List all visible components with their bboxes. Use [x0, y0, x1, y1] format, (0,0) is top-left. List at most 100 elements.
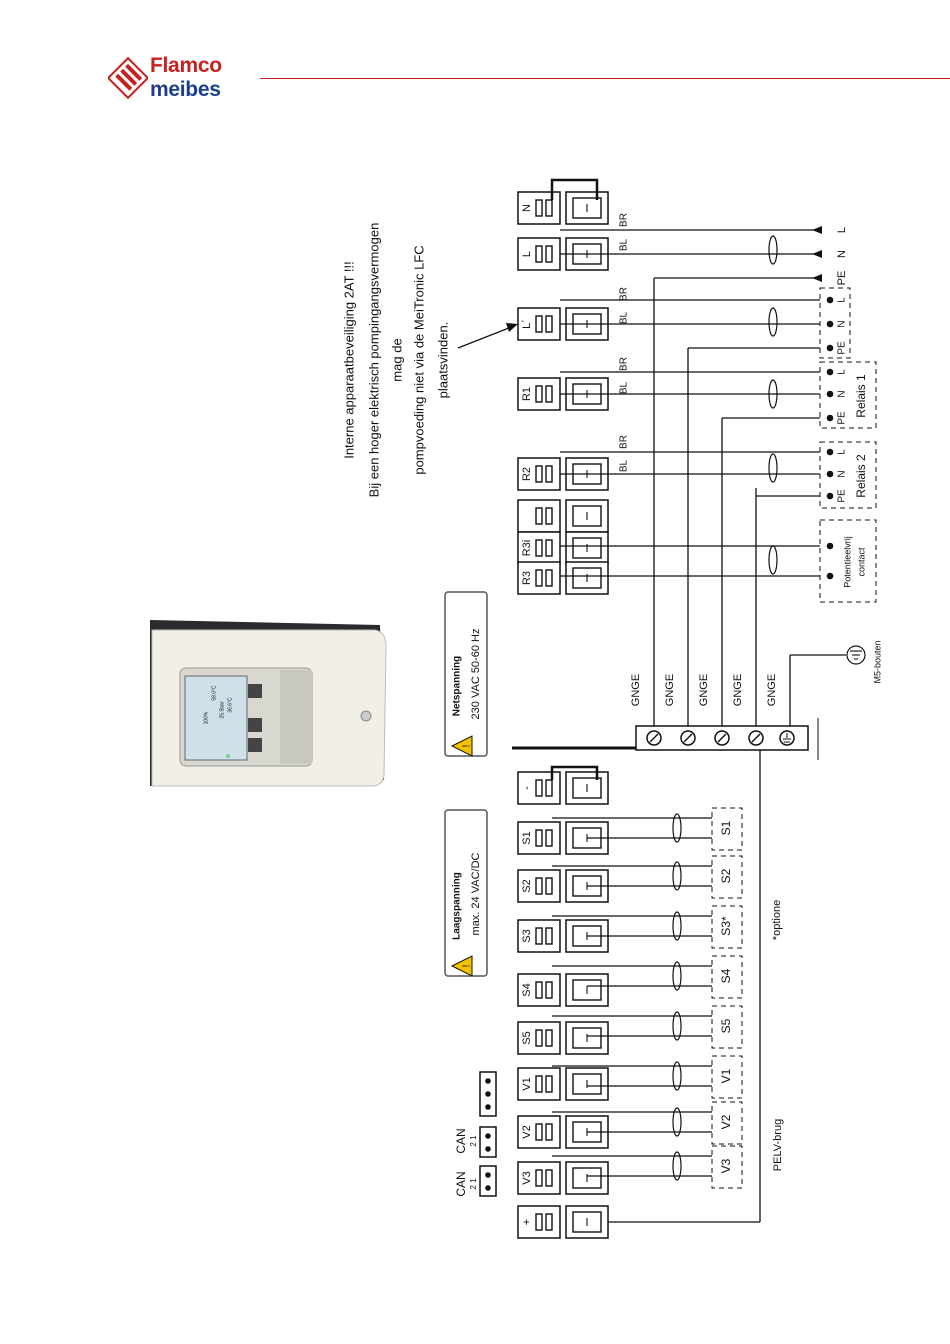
- socket: [545, 779, 553, 797]
- socket: [545, 569, 553, 587]
- brand-sub: meibes: [150, 78, 221, 101]
- netspanning-box: [444, 591, 488, 757]
- cable-r3: [768, 545, 778, 575]
- sensor-label: S4: [719, 968, 733, 983]
- cable-sensor: [672, 1107, 682, 1137]
- can-pin: [485, 1091, 491, 1097]
- term-s2-label: S2: [521, 879, 533, 892]
- cable-sensor: [672, 813, 682, 843]
- device-button: [248, 738, 262, 752]
- can-pin: [485, 1104, 491, 1110]
- term-s2-box: [517, 869, 561, 903]
- sensor-label: S5: [719, 1018, 733, 1033]
- laagspanning-box: [444, 809, 488, 977]
- wire-label-bl: BL: [619, 311, 630, 324]
- device-screw: [360, 710, 372, 722]
- optione-label: *optione: [771, 900, 783, 940]
- device-screen-text: 25.5bar: [219, 701, 225, 718]
- can-pin: [485, 1172, 491, 1178]
- socket: [545, 1075, 553, 1093]
- term-minus-label: -: [521, 786, 533, 790]
- device-screen-text: 58.0°C: [211, 685, 217, 701]
- term-r3-label: R3: [521, 571, 533, 585]
- socket: [545, 1029, 553, 1047]
- laagspanning-box-title: Laagspanning: [452, 872, 463, 940]
- cable-sensor: [672, 911, 682, 941]
- device-screen-text: 100%: [203, 711, 209, 724]
- socket: [535, 315, 543, 333]
- socket: [535, 1213, 543, 1231]
- sensor-label: S1: [719, 820, 733, 835]
- term-plus-label: +: [521, 1219, 533, 1225]
- logo: Flamco meibes: [108, 52, 258, 104]
- socket: [535, 385, 543, 403]
- term-v2-label: V2: [521, 1125, 533, 1138]
- note-line2: Bij een hoger elektrisch pompingangsverm…: [366, 223, 381, 498]
- can-pin: [485, 1078, 491, 1084]
- arrow-n: [812, 250, 822, 258]
- bridge-wire: [550, 765, 599, 780]
- can-label: CAN: [454, 1171, 468, 1196]
- socket: [545, 315, 553, 333]
- note-line1: Interne apparaatbeveiliging 2AT !!!: [341, 261, 356, 459]
- socket: [545, 199, 553, 217]
- potential-free-group: [819, 519, 877, 603]
- term-s1-label: S1: [521, 831, 533, 844]
- bridge-wire: [550, 178, 599, 200]
- cable-relais1: [768, 379, 778, 409]
- can-pin: [485, 1185, 491, 1191]
- device-display: [184, 675, 248, 761]
- note-arrow: [457, 325, 515, 349]
- cable-sensor: [672, 961, 682, 991]
- can-header-b: [479, 1165, 497, 1197]
- cable-sensor: [672, 1061, 682, 1091]
- laagspanning-box-value: max. 24 VAC/DC: [470, 852, 482, 935]
- term-r3i-label: R3i: [521, 540, 533, 557]
- relais2-label: Relais 2: [854, 454, 868, 498]
- gnge-label: GNGE: [698, 674, 710, 706]
- cable-sensor: [672, 1151, 682, 1181]
- relais1-label: Relais 1: [854, 374, 868, 418]
- socket: [535, 877, 543, 895]
- socket: [545, 981, 553, 999]
- socket: [545, 507, 553, 525]
- can-label: CAN: [454, 1128, 468, 1153]
- can-pin: [485, 1133, 491, 1139]
- terminal-dot: [826, 296, 834, 304]
- lbl-n: N: [837, 470, 848, 477]
- term-v1-label: V1: [521, 1077, 533, 1090]
- supply-pe: PE: [836, 271, 848, 286]
- wire-label-br: BR: [619, 357, 630, 371]
- cable-sensor: [672, 861, 682, 891]
- lbl-n: N: [837, 320, 848, 327]
- socket: [535, 1029, 543, 1047]
- wire-label-bl: BL: [619, 459, 630, 472]
- can-header-a: [479, 1126, 497, 1158]
- socket: [545, 539, 553, 557]
- socket: [545, 829, 553, 847]
- socket: [545, 877, 553, 895]
- lbl-pe: PE: [837, 411, 848, 425]
- netspanning-box-value: 230 VAC 50-60 Hz: [470, 629, 482, 720]
- term-l-prime-label: L´: [521, 319, 533, 329]
- terminal-dot: [826, 448, 834, 456]
- note-line5: plaatsvinden.: [435, 322, 450, 399]
- m5-label: M5-bouten: [872, 640, 882, 683]
- sensor-label: V3: [719, 1158, 733, 1173]
- socket: [545, 385, 553, 403]
- wire-label-bl: BL: [619, 238, 630, 251]
- lbl-pe: PE: [837, 341, 848, 355]
- terminal-dot: [826, 572, 834, 580]
- potential-free-label2: contact: [856, 547, 866, 577]
- sensor-label: V2: [719, 1114, 733, 1129]
- can-pins: 2 1: [469, 1135, 478, 1147]
- screw-slot: [683, 733, 693, 743]
- socket: [545, 1213, 553, 1231]
- socket: [535, 245, 543, 263]
- socket: [535, 1123, 543, 1141]
- terminal-dot: [826, 542, 834, 550]
- sensor-label: S2: [719, 868, 733, 883]
- relais2-group: [819, 441, 877, 509]
- terminal-dot: [826, 344, 834, 352]
- cable-pump: [768, 307, 778, 337]
